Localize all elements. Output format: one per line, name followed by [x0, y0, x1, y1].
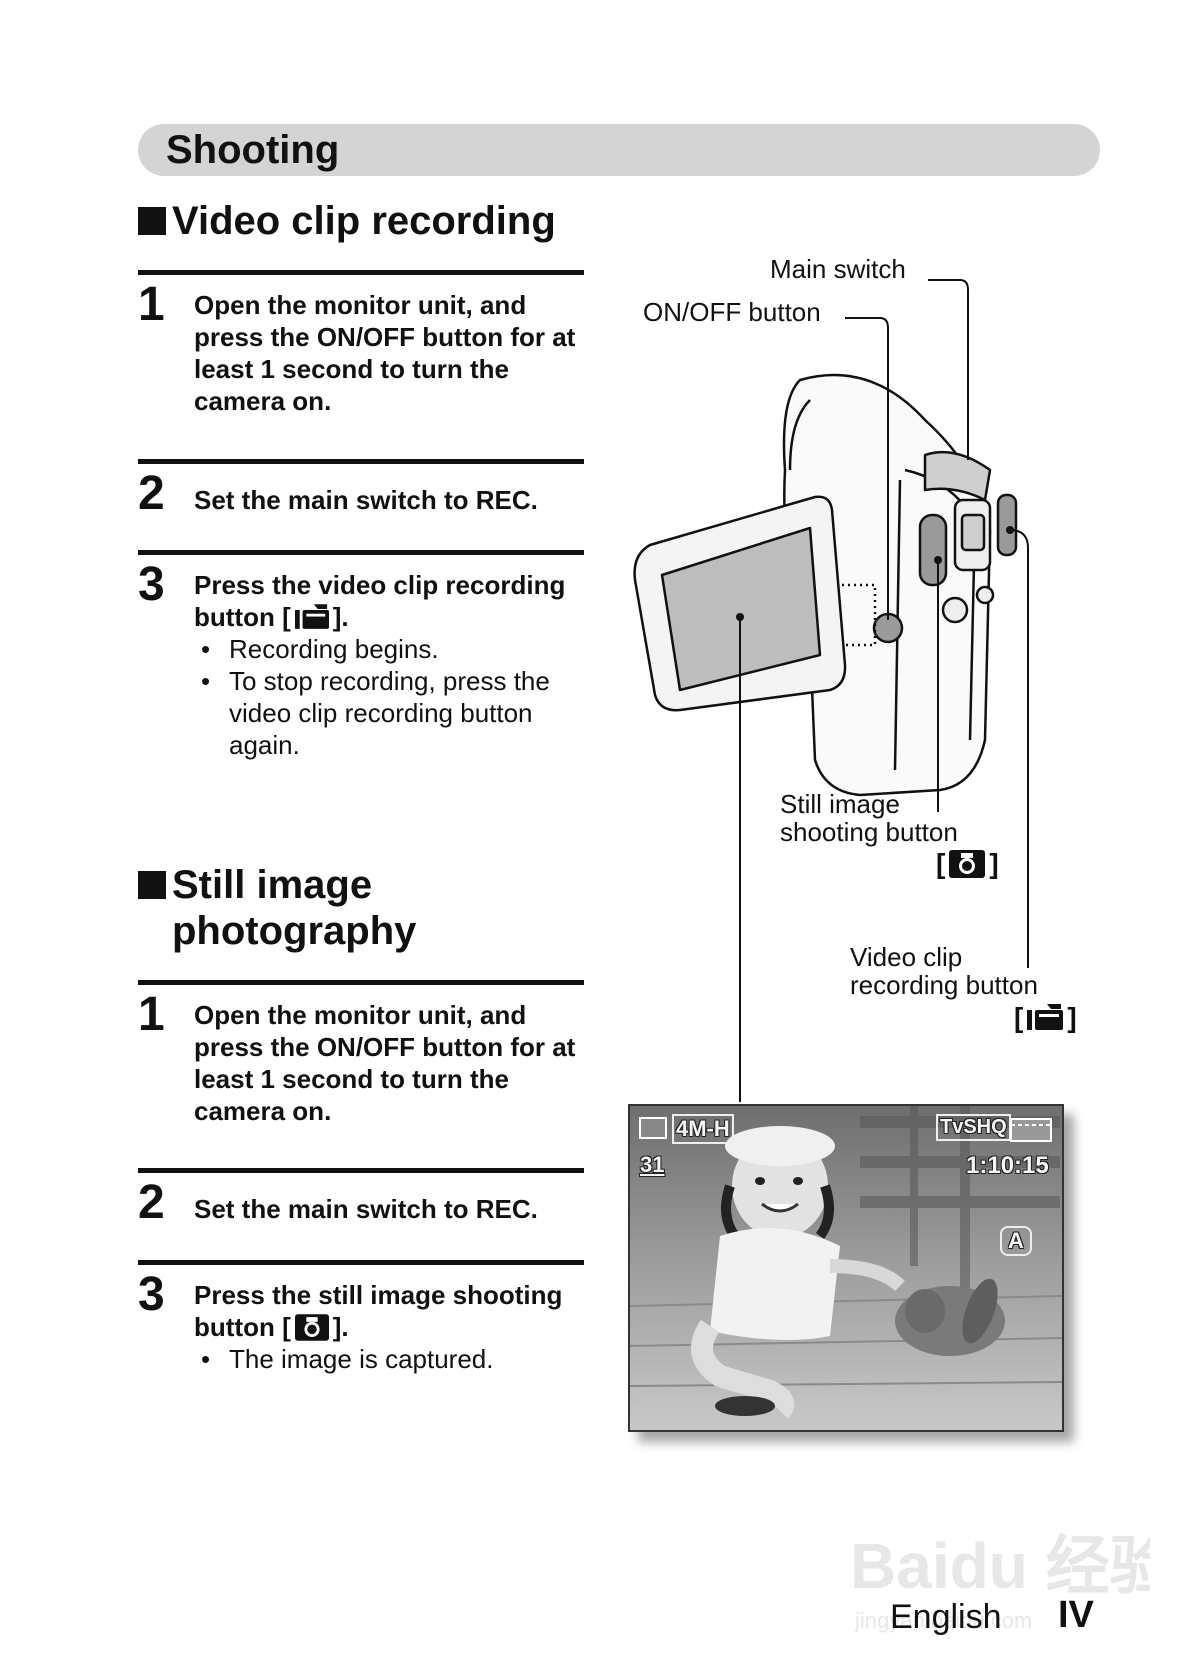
- step-text: Open the monitor unit, and press the ON/…: [194, 290, 576, 416]
- video-button-label-line2: recording button: [850, 970, 1038, 1000]
- sample-photo: [630, 1106, 1062, 1430]
- film-icon: [1010, 1118, 1052, 1142]
- bracket-open: [: [936, 848, 946, 879]
- video-step-2: 2 Set the main switch to REC.: [138, 459, 584, 556]
- bullet-item: The image is captured.: [201, 1343, 586, 1375]
- still-step-2: 2 Set the main switch to REC.: [138, 1168, 584, 1265]
- still-button-label-line1: Still image: [780, 789, 900, 819]
- step-text-part: ].: [332, 602, 349, 632]
- step-number: 1: [138, 278, 165, 331]
- stabilizer-icon: A: [1000, 1226, 1032, 1256]
- still-section-heading: Still image photography: [138, 862, 416, 954]
- video-clip-icon: [1027, 1004, 1063, 1032]
- baidu-watermark-logo: Baidu 经验 jingyan.baidu.com: [850, 1530, 1150, 1633]
- battery-icon: [639, 1117, 667, 1139]
- still-section-title-line1: Still image: [172, 863, 373, 907]
- leader-dot: [736, 613, 744, 621]
- leader-dot: [1006, 526, 1014, 534]
- main-switch-label: Main switch: [770, 254, 906, 284]
- camera-icon: [949, 850, 985, 878]
- remaining-shots: 31: [640, 1152, 665, 1177]
- video-button-symbol: []: [1014, 1002, 1077, 1034]
- video-mode: TvSHQ: [936, 1114, 1011, 1141]
- bracket-close: ]: [989, 848, 999, 879]
- video-section-title: Video clip recording: [172, 199, 556, 243]
- bracket-open: [: [1014, 1002, 1024, 1033]
- still-button-symbol: []: [936, 848, 999, 880]
- step-text: Press the video clip recording button []…: [194, 569, 586, 761]
- footer-language: English: [890, 1598, 1002, 1636]
- page-title: Shooting: [166, 128, 340, 172]
- watermark-url: jingyan.baidu.com: [854, 1608, 1032, 1633]
- video-button-label-line1: Video clip: [850, 942, 963, 972]
- bullet-list: The image is captured.: [194, 1343, 586, 1375]
- video-step-1: 1 Open the monitor unit, and press the O…: [138, 270, 584, 465]
- step-text-part: Press the still image shooting button [: [194, 1280, 563, 1342]
- bracket-close: ]: [1067, 1002, 1077, 1033]
- step-number: 2: [138, 1176, 165, 1229]
- watermark-text: Baidu 经验: [850, 1530, 1150, 1602]
- still-section-title-line2: photography: [172, 909, 417, 953]
- resolution-mode: 4M-H: [672, 1114, 734, 1144]
- square-bullet-icon: [138, 871, 166, 899]
- still-step-3: 3 Press the still image shooting button …: [138, 1260, 584, 1395]
- step-number: 3: [138, 558, 165, 611]
- section-header-bar: Shooting: [138, 124, 1100, 176]
- bullet-item: To stop recording, press the video clip …: [201, 665, 586, 761]
- monitor-screen-photo: 4M-H 31 TvSHQ 1:10:15 A: [628, 1104, 1064, 1432]
- still-button-label-line2: shooting button: [780, 817, 958, 847]
- step-text: Set the main switch to REC.: [194, 1194, 538, 1224]
- step-number: 3: [138, 1268, 165, 1321]
- square-bullet-icon: [138, 207, 166, 235]
- step-number: 2: [138, 467, 165, 520]
- recording-time: 1:10:15: [966, 1152, 1049, 1179]
- step-text-part: Press the video clip recording button [: [194, 570, 566, 632]
- step-text: Set the main switch to REC.: [194, 485, 538, 515]
- bullet-item: Recording begins.: [201, 633, 586, 665]
- onoff-button-label: ON/OFF button: [643, 297, 821, 327]
- step-text: Press the still image shooting button []…: [194, 1279, 586, 1375]
- still-step-1: 1 Open the monitor unit, and press the O…: [138, 980, 584, 1175]
- step-number: 1: [138, 988, 165, 1041]
- bullet-list: Recording begins. To stop recording, pre…: [194, 633, 586, 761]
- video-step-3: 3 Press the video clip recording button …: [138, 550, 584, 795]
- leader-dot: [934, 556, 942, 564]
- page-number: IV: [1058, 1594, 1094, 1636]
- video-section-heading: Video clip recording: [138, 198, 556, 244]
- step-text: Open the monitor unit, and press the ON/…: [194, 1000, 576, 1126]
- step-text-part: ].: [332, 1312, 349, 1342]
